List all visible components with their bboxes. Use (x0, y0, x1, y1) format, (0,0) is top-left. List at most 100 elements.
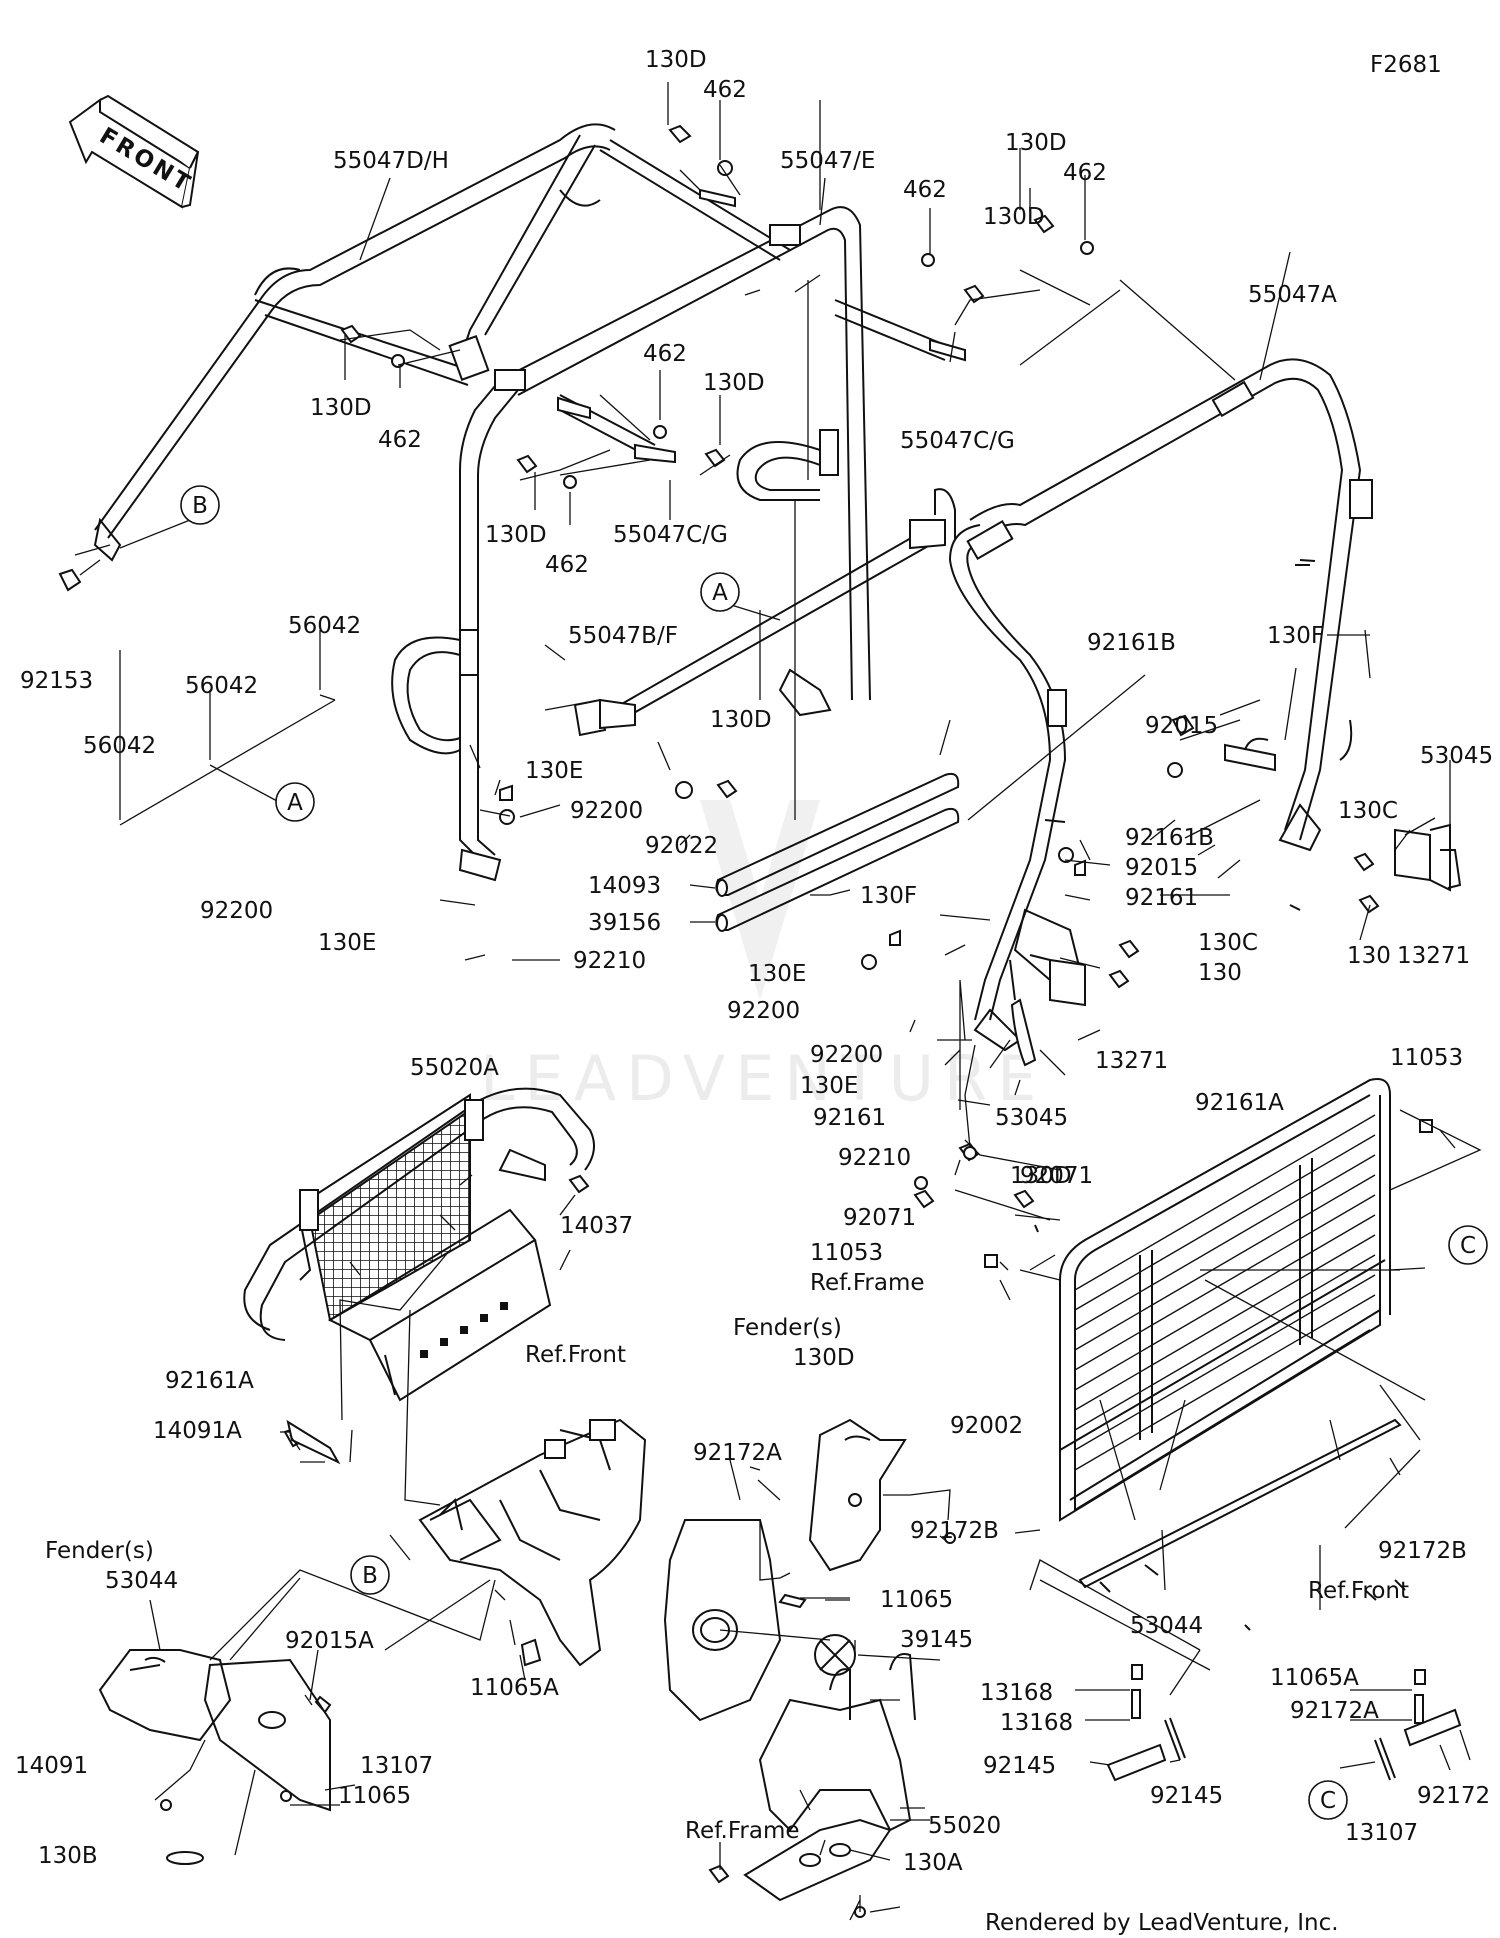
foam-tubes (715, 772, 960, 932)
part-label: 92002 (950, 1413, 1023, 1439)
part-label: 92200 (810, 1042, 883, 1068)
part-label: 56042 (83, 733, 156, 759)
part-label: 130B (38, 1843, 98, 1869)
callout-a-center-label: A (712, 580, 728, 606)
rops-front-left-post (391, 206, 871, 882)
part-label: 92172B (1378, 1538, 1467, 1564)
part-label: 92172 (1417, 1783, 1490, 1809)
part-label: 13168 (980, 1680, 1053, 1706)
part-label: Ref.Frame (685, 1818, 800, 1844)
callout-b-bottom-label: B (362, 1563, 378, 1589)
part-labels: 130D 462 55047D/H 55047/E 130D 462 462 1… (15, 47, 1493, 1876)
part-label: 55020 (928, 1813, 1001, 1839)
part-label: 55047A (1248, 282, 1337, 308)
front-fender-reference-center (808, 1418, 907, 1572)
part-label: 11053 (1390, 1045, 1463, 1071)
part-label: 14091 (15, 1753, 88, 1779)
part-label: 55047D/H (333, 148, 449, 174)
front-bumper-guard (243, 1087, 595, 1402)
part-label: 55047B/F (568, 623, 678, 649)
diagram-id: F2681 (1370, 52, 1442, 78)
watermark-text: LEADVENTURE (480, 1042, 1046, 1115)
part-label: 130D (310, 395, 372, 421)
part-label: 14093 (588, 873, 661, 899)
callout-a-center (700, 572, 740, 612)
footer-credit: Rendered by LeadVenture, Inc. (985, 1910, 1339, 1936)
part-label: 13271 (1095, 1048, 1168, 1074)
part-label: 130F (860, 883, 917, 909)
part-label: 92200 (727, 998, 800, 1024)
part-label: 55047C/G (613, 522, 728, 548)
part-label: 11065 (880, 1587, 953, 1613)
part-label: 55020A (410, 1055, 499, 1081)
leader-lines (74, 82, 1482, 1921)
part-label: 11065A (1270, 1665, 1359, 1691)
callout-a-left-label: A (287, 790, 303, 816)
part-label: 130D (1010, 1163, 1072, 1189)
part-label: 92200 (200, 898, 273, 924)
callout-b-top-label: B (192, 493, 208, 519)
part-label: 130 (1198, 960, 1242, 986)
part-label: 14091A (153, 1418, 242, 1444)
rear-frame-guard (743, 1653, 916, 1902)
part-label: 92015 (1145, 713, 1218, 739)
callouts: B A A B C C (180, 485, 1488, 1820)
part-label: 92015A (285, 1628, 374, 1654)
part-label: 92161A (1195, 1090, 1284, 1116)
callout-c-right (1448, 1225, 1488, 1265)
part-label: 53044 (1130, 1613, 1203, 1639)
part-label: 53045 (1420, 743, 1493, 769)
part-label: 130E (748, 961, 806, 987)
part-label: 92172A (1290, 1698, 1379, 1724)
front-fender-reference-left (98, 1649, 232, 1742)
cross-brace-upper (557, 188, 966, 464)
rops-rear-frame (948, 358, 1373, 1052)
part-label: Ref.Front (525, 1342, 626, 1368)
part-label: 92200 (570, 798, 643, 824)
part-label: 130E (800, 1073, 858, 1099)
part-label: Ref.Frame (810, 1270, 925, 1296)
part-label: 13271 (1397, 943, 1470, 969)
part-label: 92145 (983, 1753, 1056, 1779)
part-label: 462 (643, 341, 687, 367)
part-label: 92022 (645, 833, 718, 859)
part-label: 462 (378, 427, 422, 453)
part-label: Fender(s) (733, 1315, 842, 1341)
callout-c-right-label: C (1460, 1233, 1476, 1259)
callout-c-bottom (1308, 1780, 1348, 1820)
part-label: 13107 (360, 1753, 433, 1779)
part-label: 92172A (693, 1440, 782, 1466)
part-label: 462 (703, 77, 747, 103)
part-label: Ref.Front (1308, 1578, 1409, 1604)
part-label: 92161B (1125, 825, 1214, 851)
part-label: 11065A (470, 1675, 559, 1701)
part-label: 130D (793, 1345, 855, 1371)
part-label: 130C (1198, 930, 1258, 956)
part-label: 39145 (900, 1627, 973, 1653)
part-label: 92153 (20, 668, 93, 694)
part-label: 130F (1267, 623, 1324, 649)
front-arrow-icon: FRONT (68, 94, 200, 209)
part-label: 92071 (843, 1205, 916, 1231)
part-label: 130D (1005, 130, 1067, 156)
part-label: 130 (1347, 943, 1391, 969)
bed-panel (1059, 1078, 1402, 1589)
part-label: 92172B (910, 1518, 999, 1544)
part-label: 92161A (165, 1368, 254, 1394)
part-label: 92161 (1125, 885, 1198, 911)
rops-front-upper-frame (93, 123, 791, 562)
skid-plate-center (663, 1519, 856, 1722)
part-label: 55047C/G (900, 428, 1015, 454)
part-label: 462 (545, 552, 589, 578)
part-label: 92071 (1020, 1163, 1093, 1189)
part-label: 130E (318, 930, 376, 956)
part-label: 130D (983, 204, 1045, 230)
part-label: Fender(s) (45, 1538, 154, 1564)
part-label: 56042 (288, 613, 361, 639)
part-label: 92145 (1150, 1783, 1223, 1809)
part-label: 130D (645, 47, 707, 73)
part-label: 130D (485, 522, 547, 548)
part-label: 130D (703, 370, 765, 396)
part-label: 130E (525, 758, 583, 784)
